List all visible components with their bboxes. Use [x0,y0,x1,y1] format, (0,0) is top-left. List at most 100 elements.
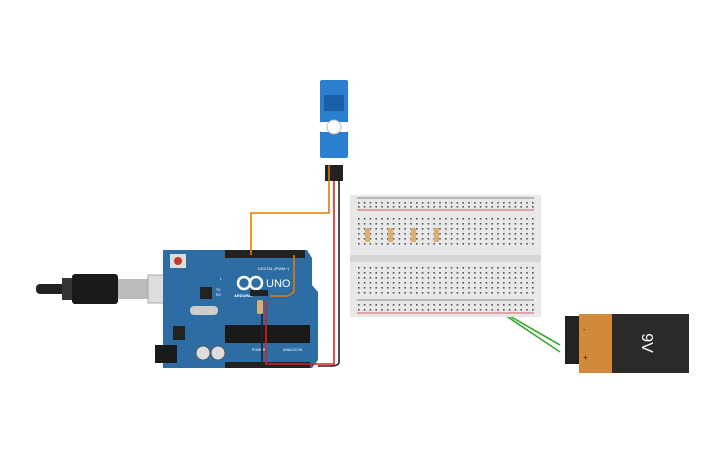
breadboard-hole[interactable] [416,243,418,245]
breadboard-hole[interactable] [421,238,424,240]
breadboard-hole[interactable] [497,292,499,294]
breadboard-hole[interactable] [474,287,476,289]
breadboard-hole[interactable] [410,206,412,208]
breadboard-hole[interactable] [479,202,482,204]
breadboard-hole[interactable] [474,282,476,284]
breadboard-hole[interactable] [479,304,482,306]
breadboard-hole[interactable] [497,282,499,284]
breadboard-hole[interactable] [375,238,377,240]
breadboard-hole[interactable] [445,282,447,284]
breadboard-hole[interactable] [474,272,476,274]
breadboard-hole[interactable] [392,206,395,208]
breadboard-hole[interactable] [520,202,522,204]
breadboard-hole[interactable] [456,218,459,220]
breadboard-hole[interactable] [410,267,412,269]
breadboard-hole[interactable] [485,272,488,274]
breadboard-hole[interactable] [398,233,401,235]
breadboard-hole[interactable] [433,202,435,204]
breadboard-hole[interactable] [416,202,418,204]
breadboard-hole[interactable] [450,267,453,269]
breadboard-hole[interactable] [485,218,488,220]
breadboard-hole[interactable] [450,292,453,294]
breadboard-hole[interactable] [404,287,406,289]
breadboard-hole[interactable] [450,238,453,240]
breadboard-hole[interactable] [497,238,499,240]
breadboard-hole[interactable] [427,228,430,230]
breadboard-hole[interactable] [439,243,441,245]
breadboard-hole[interactable] [369,282,372,284]
breadboard-hole[interactable] [369,292,372,294]
breadboard-hole[interactable] [514,282,517,284]
breadboard-hole[interactable] [503,272,505,274]
breadboard-hole[interactable] [450,202,453,204]
breadboard-hole[interactable] [427,223,430,225]
breadboard-hole[interactable] [468,202,470,204]
breadboard-hole[interactable] [369,238,372,240]
breadboard-hole[interactable] [398,309,401,311]
breadboard-hole[interactable] [526,292,528,294]
breadboard-hole[interactable] [450,218,453,220]
breadboard-hole[interactable] [369,287,372,289]
breadboard-hole[interactable] [485,277,488,279]
breadboard-hole[interactable] [508,267,511,269]
breadboard-hole[interactable] [520,238,522,240]
breadboard-hole[interactable] [358,223,360,225]
breadboard-hole[interactable] [462,233,464,235]
breadboard-hole[interactable] [381,228,383,230]
breadboard-hole[interactable] [392,277,395,279]
breadboard-hole[interactable] [503,228,505,230]
breadboard-hole[interactable] [410,309,412,311]
breadboard-hole[interactable] [398,292,401,294]
breadboard-hole[interactable] [369,272,372,274]
breadboard-hole[interactable] [398,282,401,284]
breadboard-hole[interactable] [439,282,441,284]
breadboard-hole[interactable] [503,243,505,245]
breadboard-hole[interactable] [503,267,505,269]
breadboard-hole[interactable] [375,206,377,208]
breadboard-hole[interactable] [392,238,395,240]
breadboard-hole[interactable] [410,218,412,220]
breadboard-hole[interactable] [363,238,366,240]
breadboard-hole[interactable] [532,243,534,245]
breadboard-hole[interactable] [421,206,424,208]
breadboard-hole[interactable] [433,304,435,306]
breadboard-hole[interactable] [363,272,366,274]
breadboard-hole[interactable] [363,282,366,284]
breadboard-hole[interactable] [468,238,470,240]
breadboard-hole[interactable] [427,233,430,235]
breadboard-hole[interactable] [427,287,430,289]
breadboard[interactable] [350,195,541,317]
breadboard-hole[interactable] [358,272,360,274]
breadboard-hole[interactable] [497,233,499,235]
breadboard-hole[interactable] [433,277,435,279]
breadboard-hole[interactable] [503,292,505,294]
breadboard-hole[interactable] [479,287,482,289]
breadboard-hole[interactable] [479,238,482,240]
breadboard-hole[interactable] [416,282,418,284]
breadboard-hole[interactable] [456,292,459,294]
breadboard-hole[interactable] [520,272,522,274]
breadboard-hole[interactable] [532,272,534,274]
breadboard-hole[interactable] [450,233,453,235]
9v-battery[interactable]: - + 9V [565,314,689,373]
breadboard-hole[interactable] [369,277,372,279]
breadboard-hole[interactable] [358,292,360,294]
breadboard-hole[interactable] [526,228,528,230]
breadboard-hole[interactable] [410,272,412,274]
breadboard-hole[interactable] [526,202,528,204]
breadboard-hole[interactable] [427,218,430,220]
breadboard-hole[interactable] [369,304,372,306]
breadboard-hole[interactable] [468,309,470,311]
breadboard-hole[interactable] [532,267,534,269]
breadboard-hole[interactable] [520,223,522,225]
breadboard-hole[interactable] [427,206,430,208]
breadboard-hole[interactable] [433,243,435,245]
breadboard-hole[interactable] [479,243,482,245]
breadboard-hole[interactable] [468,304,470,306]
breadboard-hole[interactable] [456,223,459,225]
breadboard-hole[interactable] [416,309,418,311]
breadboard-hole[interactable] [456,309,459,311]
breadboard-hole[interactable] [427,272,430,274]
breadboard-hole[interactable] [381,282,383,284]
breadboard-hole[interactable] [479,277,482,279]
